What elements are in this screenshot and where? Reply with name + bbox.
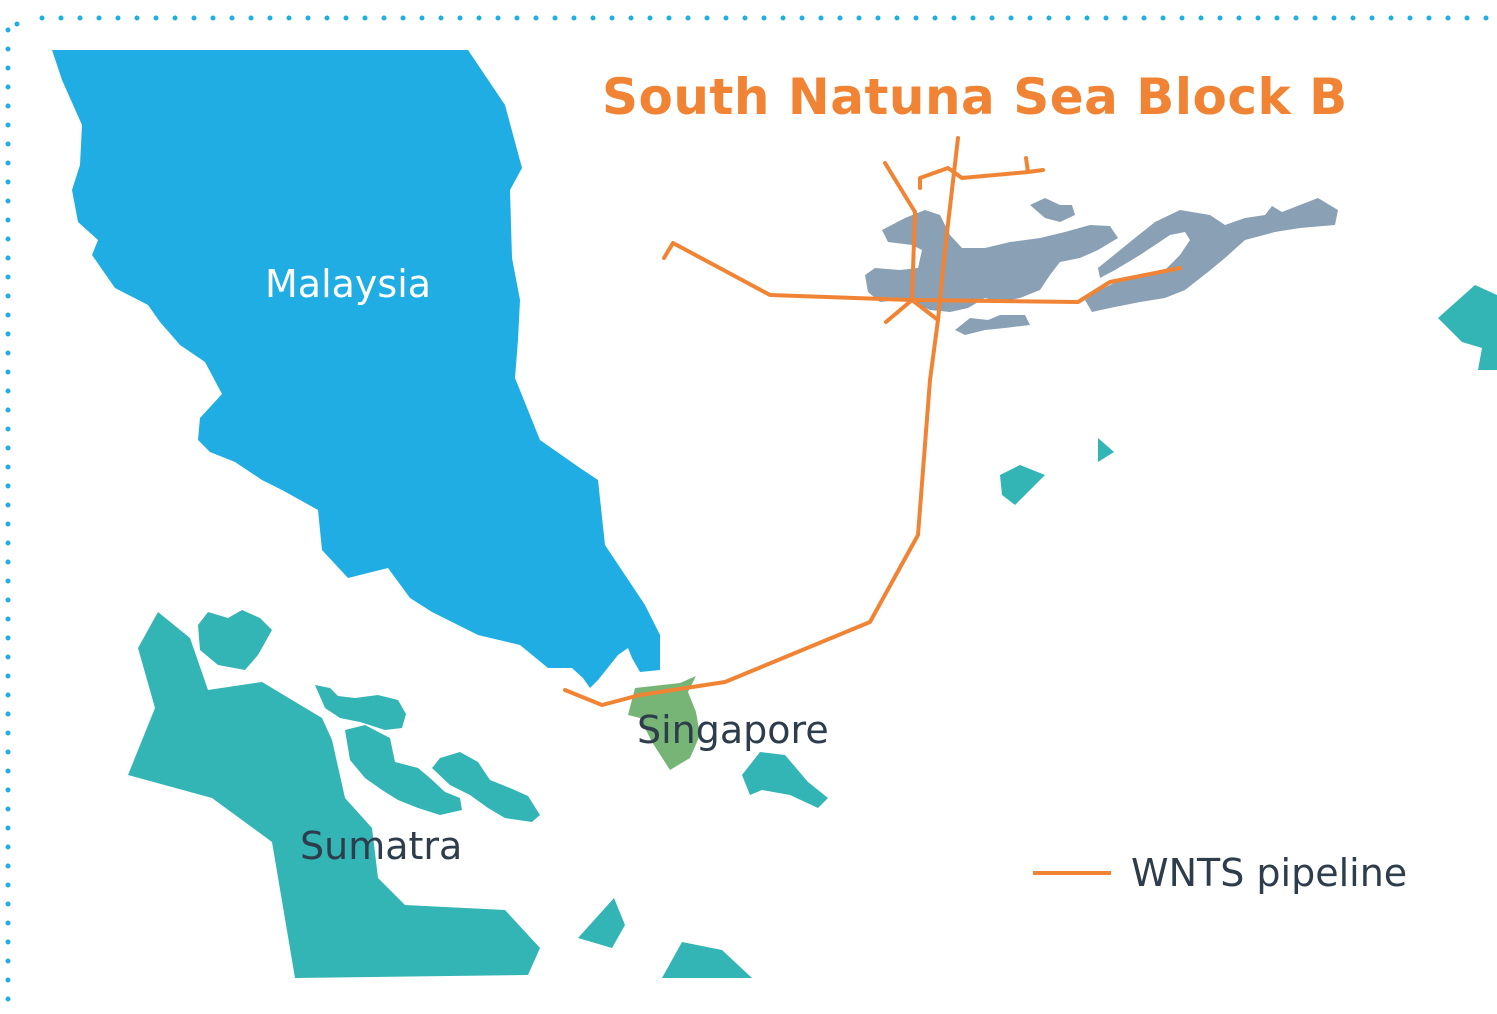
pipeline-se-stub	[910, 298, 940, 322]
island-c	[345, 725, 462, 815]
island-h	[1000, 465, 1045, 505]
field-small-1	[1030, 198, 1075, 222]
island-d	[432, 752, 540, 822]
pipeline-west-spur	[662, 241, 914, 302]
field-main-east	[1085, 198, 1338, 312]
malaysia-landmass	[52, 50, 660, 688]
dotted-border	[5, 15, 1497, 1013]
field-main-west	[865, 210, 1118, 312]
pipeline-legend-swatch	[1033, 871, 1111, 875]
island-i	[1098, 438, 1114, 462]
pipeline-north-branch	[883, 161, 917, 302]
singapore-landmass	[628, 676, 700, 770]
island-g	[662, 942, 752, 978]
sumatra-label: Sumatra	[300, 824, 463, 868]
natuna-fields	[865, 198, 1338, 335]
island-j	[1438, 285, 1497, 370]
sumatra-landmass	[128, 612, 540, 978]
field-small-2	[955, 315, 1030, 335]
wnts-pipeline	[563, 136, 1182, 707]
map-title: South Natuna Sea Block B	[602, 68, 1348, 126]
pipeline-east-spur	[910, 266, 1182, 304]
legend: WNTS pipeline	[1033, 848, 1407, 898]
singapore-label: Singapore	[637, 708, 829, 752]
island-a	[198, 610, 272, 670]
pipeline-sw-stub	[884, 298, 914, 324]
sumatra-islands	[128, 285, 1497, 978]
dotted-border-corner	[14, 21, 20, 27]
island-e	[742, 752, 828, 808]
island-b	[315, 685, 406, 730]
malaysia-label: Malaysia	[265, 262, 432, 306]
pipeline-trunk	[563, 136, 960, 707]
island-f	[578, 898, 625, 948]
pipeline-ne-stub	[1024, 156, 1030, 174]
pipeline-ne-branch	[918, 166, 1045, 190]
pipeline-legend-label: WNTS pipeline	[1131, 851, 1408, 895]
